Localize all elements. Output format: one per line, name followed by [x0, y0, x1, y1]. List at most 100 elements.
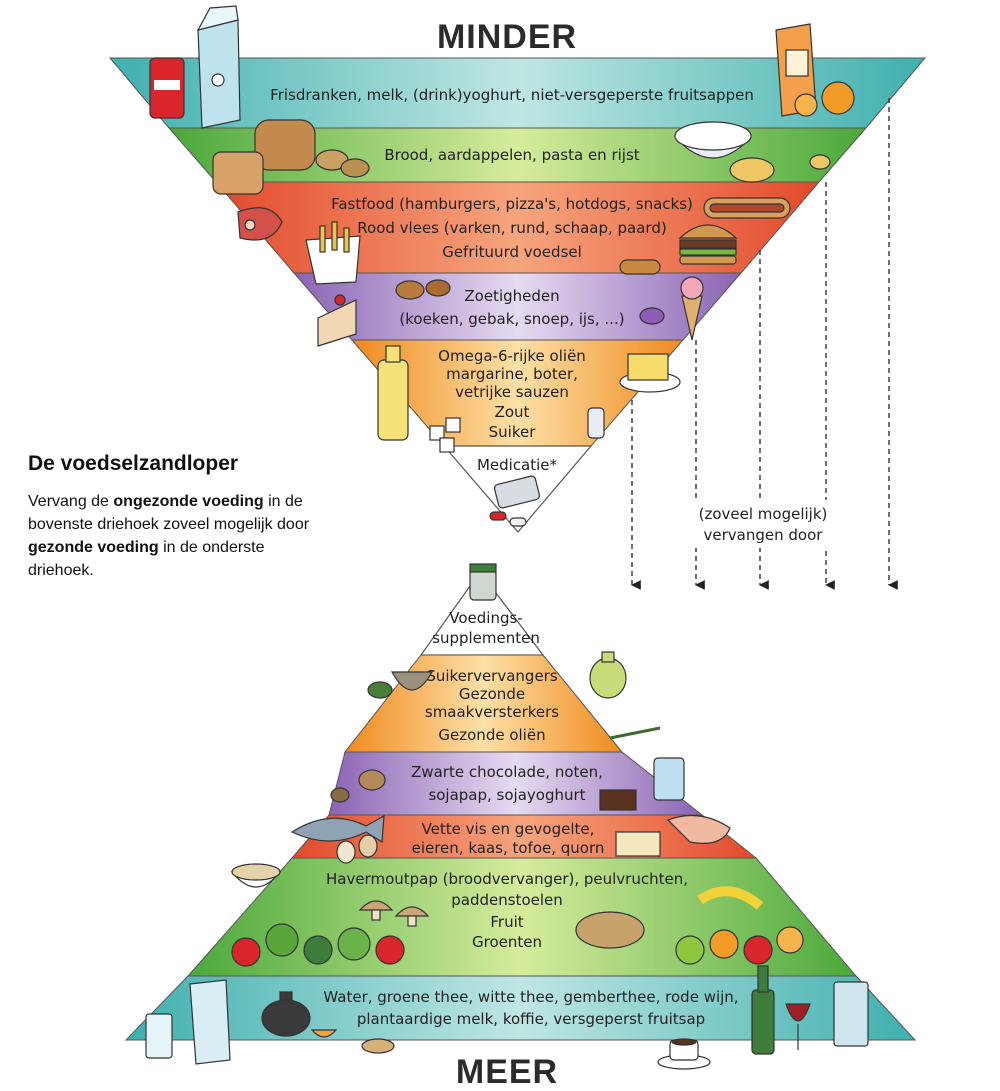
- ginger-icon: [361, 1038, 395, 1054]
- coffee-cup-icon: [657, 1038, 711, 1070]
- bottom-band-2-line-4: Gezonde oliën: [438, 726, 545, 744]
- bottom-band-6-line-2: plantaardige melk, koffie, versgeperst f…: [357, 1010, 705, 1028]
- fries-icon: [305, 221, 361, 285]
- bottom-band-4-text: Vette vis en gevogelte, eieren, kaas, to…: [412, 820, 605, 857]
- wine-bottle-icon: [751, 965, 775, 1055]
- mortar-icon: [367, 671, 434, 699]
- ice-cream-icon: [680, 276, 704, 341]
- top-band-5-line-4: Zout: [495, 403, 530, 421]
- tea-cup-icon: [310, 1029, 338, 1038]
- rosemary-icon: [609, 726, 661, 740]
- soy-yoghurt-icon: [653, 757, 685, 801]
- info-text-part-1: Vervang de: [28, 493, 114, 510]
- food-illustrations: [145, 5, 869, 1070]
- bottom-band-6-text: Water, groene thee, witte thee, gemberth…: [323, 988, 738, 1028]
- top-band-4-text: Zoetigheden (koeken, gebak, snoep, ijs, …: [399, 287, 624, 328]
- water-glass-icon: [145, 1013, 173, 1059]
- fish-icon: [290, 814, 385, 844]
- info-panel: De voedselzandloper Vervang de ongezonde…: [28, 452, 328, 582]
- teapot-icon: [261, 991, 311, 1037]
- top-band-3-text: Fastfood (hamburgers, pizza's, hotdogs, …: [331, 195, 693, 261]
- bottom-band-6-line-1: Water, groene thee, witte thee, gemberth…: [323, 988, 738, 1006]
- top-band-3-line-2: Rood vlees (varken, rund, schaap, paard): [357, 219, 666, 237]
- mushroom-icon: [358, 900, 430, 927]
- bottom-band-3-line-1: Zwarte chocolade, noten,: [411, 763, 603, 781]
- bottom-band-3-line-2: sojapap, sojayoghurt: [428, 786, 585, 804]
- top-band-4-line-2: (koeken, gebak, snoep, ijs, ...): [399, 310, 624, 328]
- salt-shaker-icon: [587, 407, 605, 439]
- hotdog-icon: [703, 197, 791, 219]
- water-jug-icon: [189, 979, 231, 1065]
- poultry-icon: [666, 814, 731, 844]
- candy-icon: [639, 307, 665, 325]
- bottom-band-1-text: Voedings- supplementen: [432, 609, 540, 647]
- bottom-band-5-line-1: Havermoutpap (broodvervanger), peulvruch…: [326, 870, 688, 888]
- top-band-3-line-1: Fastfood (hamburgers, pizza's, hotdogs, …: [331, 195, 693, 213]
- top-band-5-line-5: Suiker: [489, 423, 537, 441]
- info-bold-unhealthy: ongezonde voeding: [113, 493, 264, 510]
- arrow-label-line-2: vervangen door: [704, 526, 824, 544]
- info-text: Vervang de ongezonde voeding in de boven…: [28, 490, 328, 582]
- bread-icon: [212, 119, 316, 195]
- bottom-band-2-line-1: Suikervervangers: [426, 667, 558, 685]
- top-band-4: [292, 272, 743, 341]
- top-band-6-line-1: Medicatie*: [477, 456, 558, 474]
- juice-box-icon: [833, 981, 869, 1047]
- top-band-5-text: Omega-6-rijke oliën margarine, boter, ve…: [438, 347, 586, 441]
- orange-icon: [794, 81, 855, 117]
- top-label: MINDER: [437, 18, 577, 56]
- top-band-5-line-3: vetrijke sauzen: [455, 383, 569, 401]
- chocolate-icon: [599, 789, 637, 811]
- bottom-band-4-line-2: eieren, kaas, tofoe, quorn: [412, 839, 605, 857]
- bottom-band-2-line-3: smaakversterkers: [425, 703, 559, 721]
- bottom-band-5-line-3: Fruit: [490, 913, 523, 931]
- butter-icon: [619, 353, 681, 393]
- cheese-icon: [615, 831, 661, 857]
- top-band-1-line-1: Frisdranken, melk, (drink)yoghurt, niet-…: [270, 86, 754, 104]
- milk-carton-icon: [196, 5, 241, 129]
- arrow-label-line-1: (zoveel mogelijk): [699, 505, 828, 523]
- bottom-band-5-text: Havermoutpap (broodvervanger), peulvruch…: [326, 870, 688, 951]
- top-band-6-text: Medicatie*: [477, 456, 558, 474]
- cookie-icon: [395, 279, 451, 300]
- top-band-5-line-2: margarine, boter,: [446, 365, 578, 383]
- bottom-band-3: [328, 751, 704, 816]
- oatmeal-bowl-icon: [230, 863, 282, 888]
- nuts-icon: [330, 769, 386, 803]
- top-band-2-text: Brood, aardappelen, pasta en rijst: [384, 146, 639, 164]
- bottom-band-3-text: Zwarte chocolade, noten, sojapap, sojayo…: [411, 763, 603, 804]
- bottom-band-4-line-1: Vette vis en gevogelte,: [422, 820, 595, 838]
- info-bold-healthy: gezonde voeding: [28, 539, 159, 556]
- bottom-band-5-line-4: Groenten: [472, 933, 542, 951]
- info-text-part-2: in de bovenste driehoek zoveel mogelijk …: [28, 493, 310, 533]
- info-text-part-3: in de onderste driehoek.: [28, 539, 265, 579]
- arrow-label-backdrop: [690, 500, 840, 548]
- bottom-band-2-line-2: Gezonde: [459, 685, 525, 703]
- info-title: De voedselzandloper: [28, 452, 239, 475]
- bottom-band-1-line-2: supplementen: [432, 629, 540, 647]
- potato-icon: [315, 149, 370, 178]
- cake-icon: [317, 294, 357, 347]
- bottom-label: MEER: [456, 1053, 558, 1091]
- pills-icon: [489, 475, 541, 527]
- soda-can-icon: [149, 57, 185, 119]
- pasta-icon: [729, 154, 831, 183]
- top-band-1-text: Frisdranken, melk, (drink)yoghurt, niet-…: [270, 86, 754, 104]
- olive-oil-icon: [589, 651, 627, 699]
- croquette-icon: [619, 259, 661, 275]
- sugar-cubes-icon: [429, 417, 461, 453]
- wine-glass-icon: [785, 1003, 811, 1050]
- fruit-icon: [675, 886, 804, 965]
- bottom-band-1-line-1: Voedings-: [449, 609, 522, 627]
- vegetables-icon: [231, 923, 405, 967]
- lentils-scoop-icon: [575, 911, 645, 949]
- bottom-band-5-line-2: paddenstoelen: [451, 891, 563, 909]
- top-band-2-line-1: Brood, aardappelen, pasta en rijst: [384, 146, 639, 164]
- oil-bottle-icon: [377, 345, 409, 441]
- top-band-3-line-3: Gefrituurd voedsel: [442, 243, 582, 261]
- rice-bowl-icon: [674, 121, 752, 159]
- supplement-jar-icon: [469, 563, 497, 601]
- burger-icon: [678, 224, 738, 265]
- top-band-4-line-1: Zoetigheden: [464, 287, 559, 305]
